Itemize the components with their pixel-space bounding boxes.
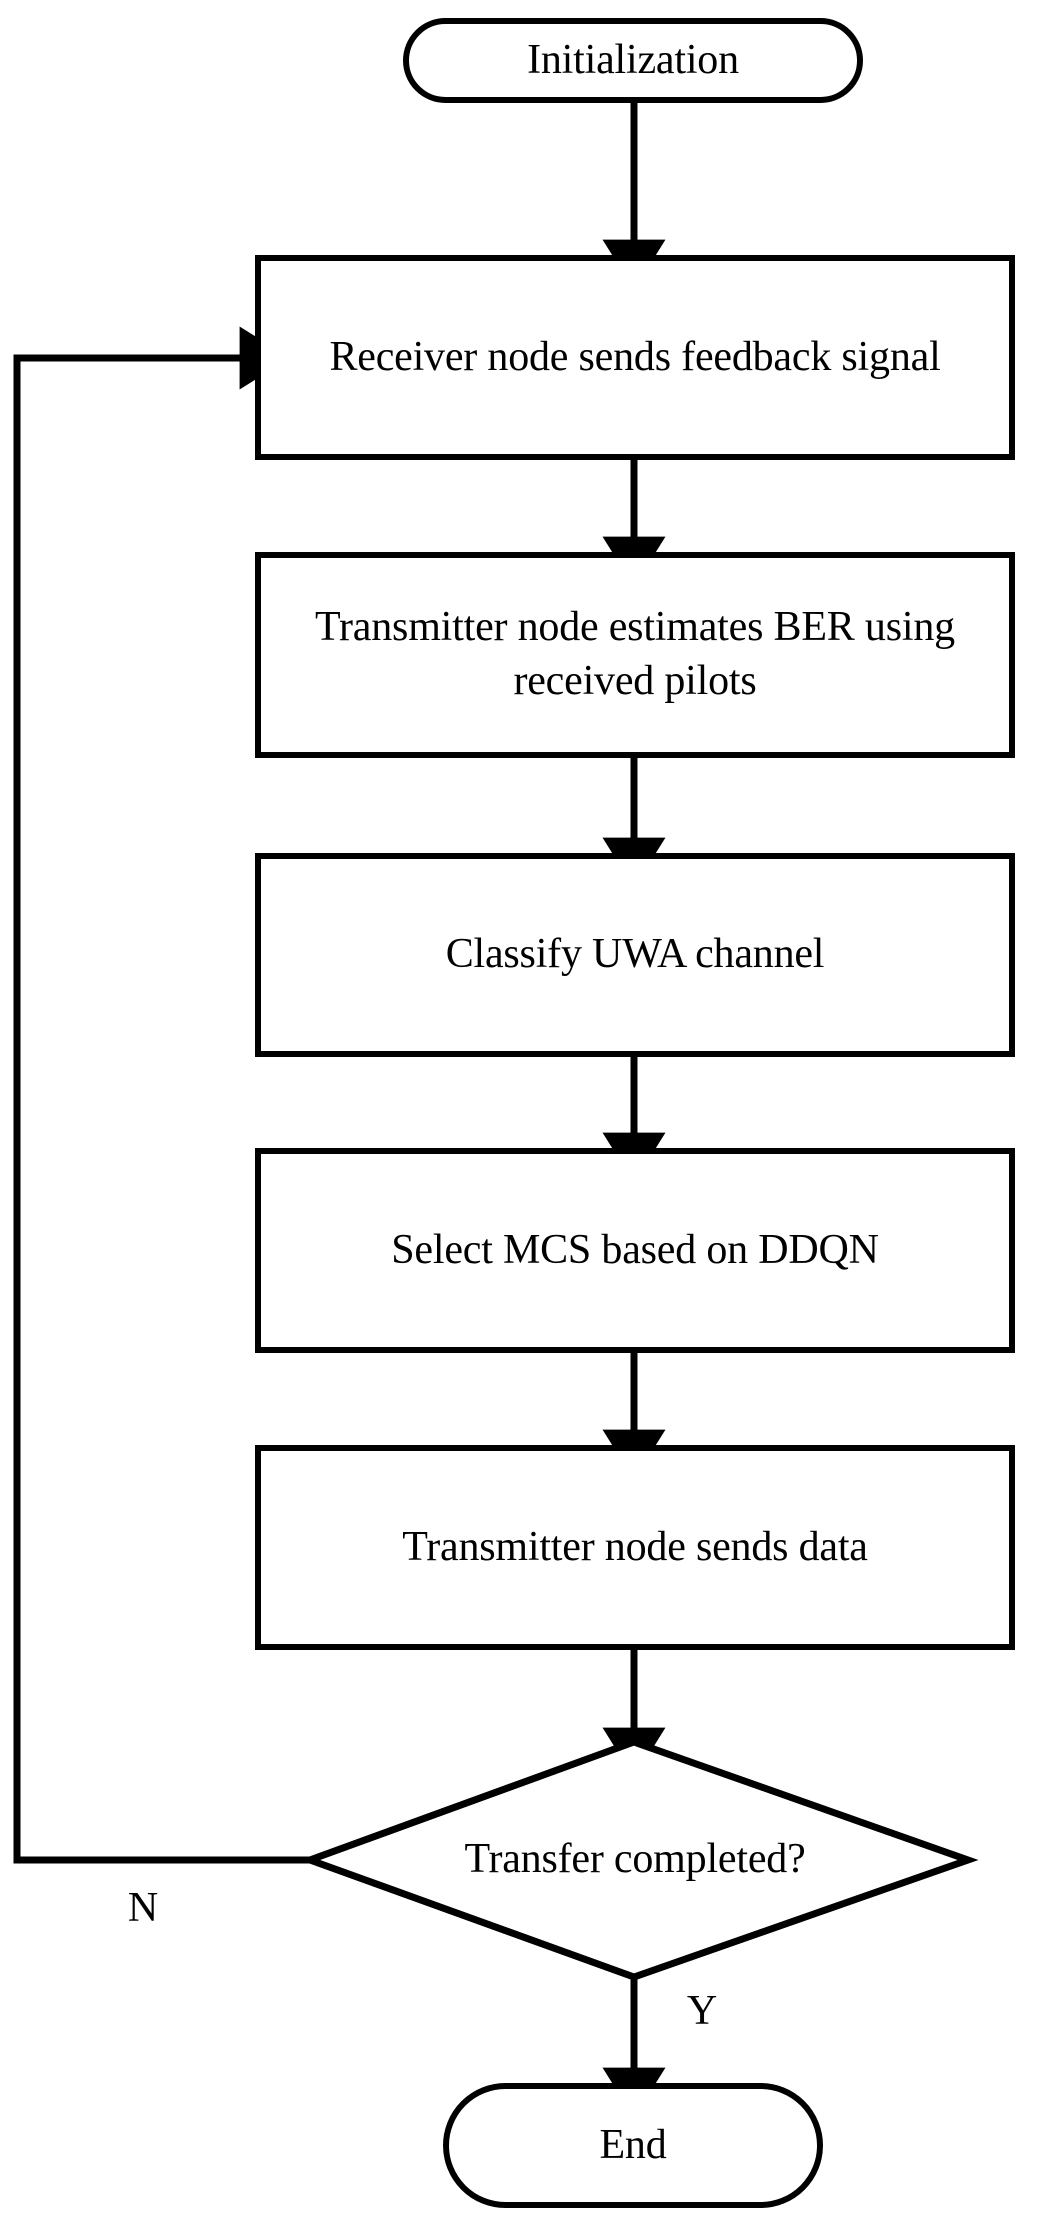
node-classify-channel-label: Classify UWA channel	[445, 931, 825, 978]
node-classify-channel[interactable]: Classify UWA channel	[255, 853, 1015, 1057]
node-initialization-label: Initialization	[527, 36, 739, 83]
edge-label-no: N	[113, 1887, 173, 1929]
node-estimate-ber-label: Transmitter node estimates BER using rec…	[315, 604, 955, 704]
node-transmit-data-label: Transmitter node sends data	[402, 1523, 868, 1570]
connector-decision-no-to-feedback	[13, 326, 310, 1864]
node-transfer-completed[interactable]: Transfer completed?	[390, 1760, 880, 1960]
node-initialization[interactable]: Initialization	[403, 18, 863, 103]
edge-label-yes: Y	[672, 1990, 732, 2032]
node-receiver-feedback-label: Receiver node sends feedback signal	[329, 333, 941, 380]
node-transfer-completed-label: Transfer completed?	[464, 1836, 806, 1883]
node-estimate-ber[interactable]: Transmitter node estimates BER using rec…	[255, 552, 1015, 758]
edge-label-no-text: N	[127, 1885, 159, 1931]
node-select-mcs[interactable]: Select MCS based on DDQN	[255, 1148, 1015, 1353]
node-receiver-feedback[interactable]: Receiver node sends feedback signal	[255, 255, 1015, 460]
node-end[interactable]: End	[443, 2083, 823, 2208]
node-select-mcs-label: Select MCS based on DDQN	[391, 1226, 879, 1273]
node-transmit-data[interactable]: Transmitter node sends data	[255, 1445, 1015, 1650]
edge-label-yes-text: Y	[686, 1988, 718, 2034]
node-end-label: End	[599, 2121, 667, 2168]
